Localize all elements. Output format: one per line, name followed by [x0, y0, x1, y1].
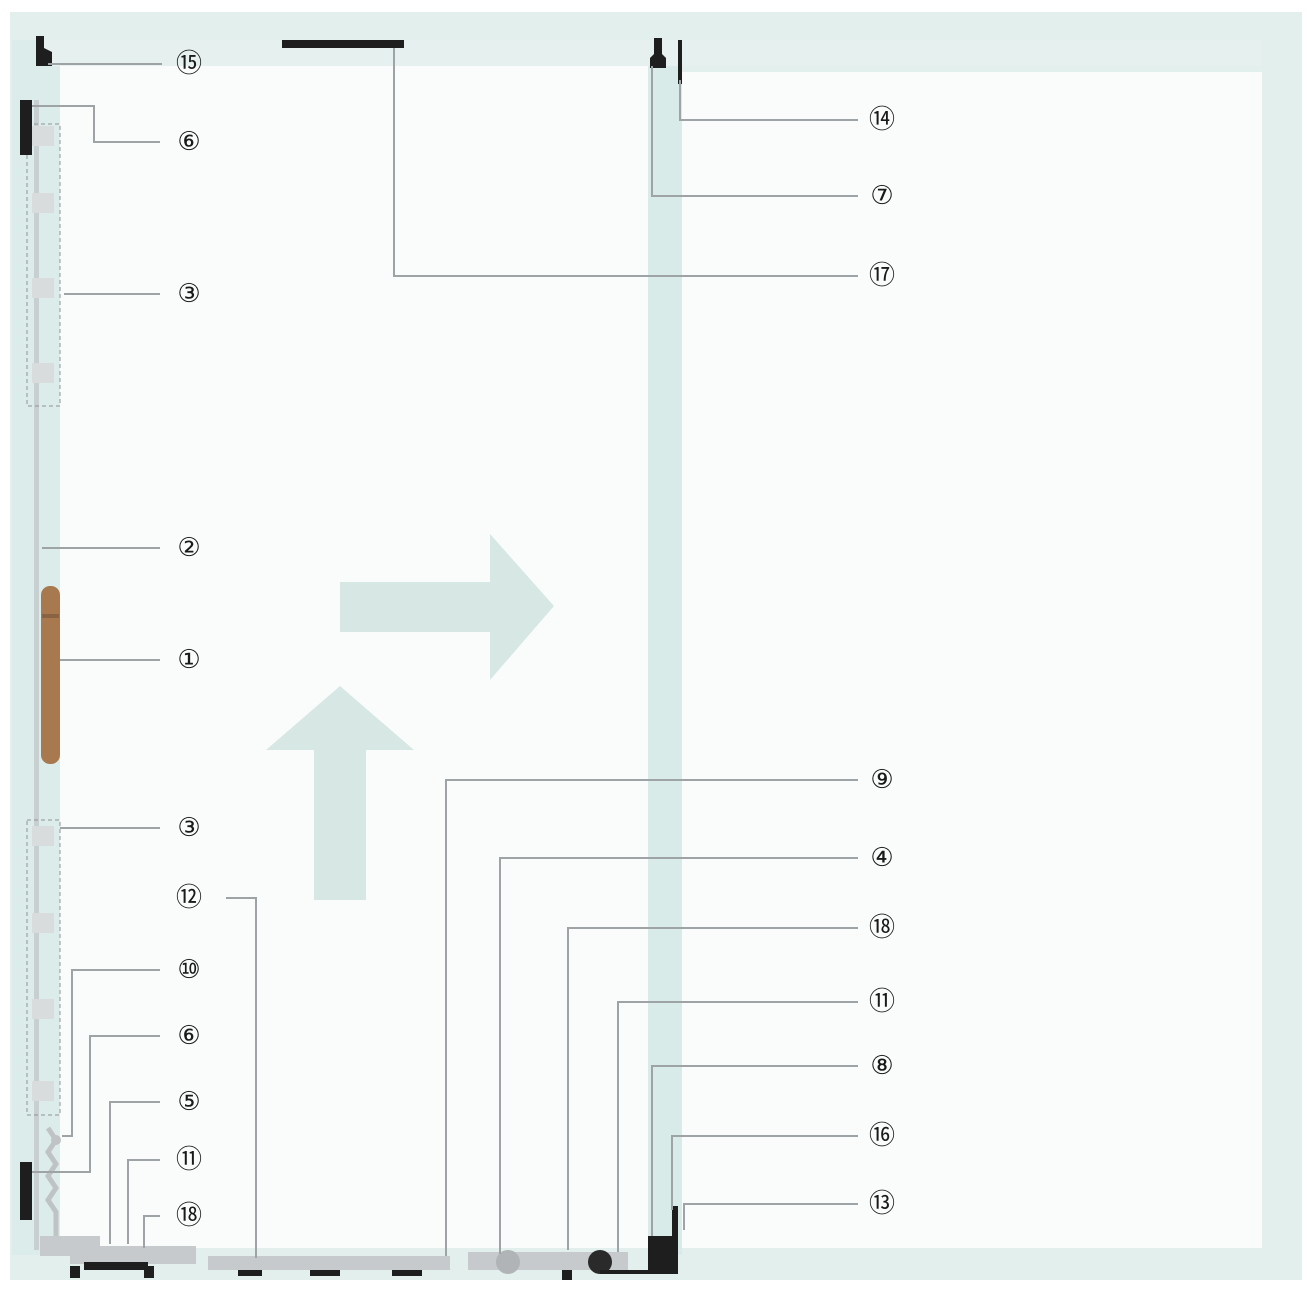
top-strike-pin	[678, 40, 682, 84]
top-keeper	[650, 38, 666, 68]
arrow-right-icon	[340, 534, 554, 680]
bottom-strike	[672, 1206, 678, 1242]
bottom-track-middle	[208, 1256, 450, 1270]
locking-point	[32, 999, 54, 1019]
locking-point	[32, 826, 54, 846]
track-slot	[310, 1270, 340, 1276]
glass-pane-right	[682, 72, 1262, 1248]
leader-17	[393, 48, 858, 277]
track-slot	[238, 1270, 262, 1276]
callout-11-left: ⑪	[176, 1145, 202, 1175]
callout-labels: ⑮ ⑥ ③ ② ① ③ ⑫ ⑩ ⑥ ⑤ ⑪ ⑱ ⑭ ⑦ ⑰ ⑨ ④ ⑱ ⑪ ⑧ …	[176, 49, 895, 1231]
leader-16	[671, 1135, 858, 1210]
leader-8	[651, 1065, 858, 1236]
locking-point	[32, 913, 54, 933]
top-guide-rail	[282, 40, 404, 48]
leader-11-right	[617, 1001, 858, 1252]
carriage-left	[84, 1262, 148, 1270]
leader-6-top	[32, 105, 160, 143]
leader-5	[109, 1101, 160, 1244]
callout-6-top: ⑥	[177, 127, 200, 157]
callout-3-top: ③	[177, 279, 200, 309]
lock-group-bottom	[26, 819, 61, 1116]
locking-point	[32, 126, 54, 146]
leader-9	[445, 779, 858, 1256]
callout-12: ⑫	[176, 883, 202, 913]
roller-foot	[562, 1270, 572, 1280]
locking-point	[32, 193, 54, 213]
callout-8: ⑧	[870, 1051, 893, 1081]
bottom-track-left	[70, 1246, 196, 1264]
roller-right	[588, 1250, 612, 1274]
leader-13	[683, 1203, 858, 1230]
leader-7	[651, 66, 858, 197]
leader-11-left	[127, 1159, 160, 1244]
callout-18-left: ⑱	[176, 1201, 202, 1231]
handle-base	[42, 614, 59, 618]
callout-2: ②	[177, 533, 200, 563]
arrow-up-icon	[266, 686, 414, 900]
top-drive-block	[20, 100, 32, 155]
handle	[41, 586, 60, 764]
callout-15-top: ⑮	[176, 49, 202, 79]
locking-point	[32, 363, 54, 383]
leader-18-left	[143, 1215, 160, 1248]
bottom-keeper	[648, 1236, 678, 1274]
track-end-strip	[600, 1270, 648, 1274]
locking-point	[32, 278, 54, 298]
bottom-drive-block	[20, 1162, 32, 1220]
leader-6-bottom	[32, 1035, 160, 1173]
track-slot	[392, 1270, 422, 1276]
callout-5: ⑤	[177, 1087, 200, 1117]
leader-10	[62, 969, 160, 1137]
glass-pane-left	[60, 66, 650, 1248]
sash-meeting-strip	[648, 40, 682, 1255]
callout-3-bottom: ③	[177, 813, 200, 843]
top-corner-piece	[36, 36, 52, 66]
callout-7: ⑦	[870, 181, 893, 211]
callout-11-right: ⑪	[869, 987, 895, 1017]
leader-4	[499, 857, 858, 1254]
roller-left	[496, 1250, 520, 1274]
callout-17: ⑰	[869, 261, 895, 291]
callout-1: ①	[177, 645, 200, 675]
leader-lines	[32, 48, 858, 1258]
callout-4: ④	[870, 843, 893, 873]
linkage-pivot	[51, 1135, 61, 1145]
callout-16: ⑯	[869, 1121, 895, 1151]
callout-10: ⑩	[177, 955, 200, 985]
carriage-foot	[70, 1266, 80, 1278]
carriage-foot	[144, 1266, 154, 1278]
callout-18-right: ⑱	[869, 913, 895, 943]
gear-rod	[34, 100, 39, 1250]
callout-13: ⑬	[869, 1189, 895, 1219]
leader-18-right	[567, 927, 858, 1250]
leader-14	[679, 80, 858, 121]
callout-6-bottom: ⑥	[177, 1021, 200, 1051]
callout-9: ⑨	[870, 765, 893, 795]
lock-group-top	[26, 123, 61, 407]
callout-14: ⑭	[869, 105, 895, 135]
leader-12	[226, 897, 257, 1258]
locking-point	[32, 1081, 54, 1101]
